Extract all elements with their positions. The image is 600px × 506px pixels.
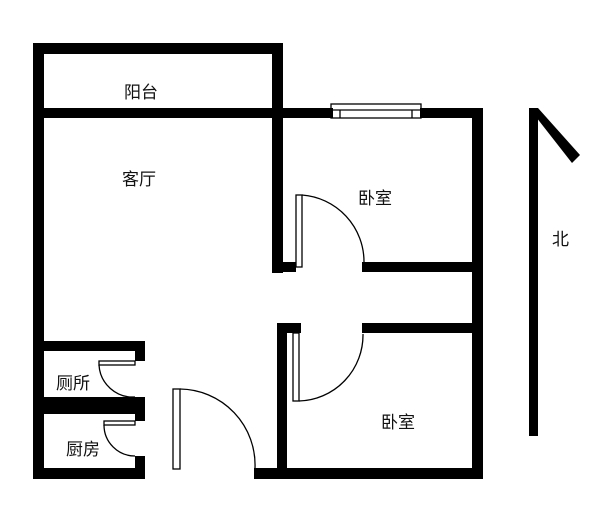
wall-kitchen-east-upper — [135, 397, 145, 421]
wall-bedroom-divider-upper — [362, 262, 482, 272]
door-entrance — [172, 388, 256, 470]
north-arrow-icon — [529, 108, 580, 436]
wall-south-east — [254, 468, 483, 479]
walls — [33, 43, 483, 479]
compass-label-north: 北 — [552, 230, 569, 250]
room-label-balcony: 阳台 — [124, 83, 158, 103]
wall-kitchen-east-lower — [135, 456, 145, 479]
window-north — [330, 103, 422, 119]
wall-east — [472, 108, 483, 479]
wall-north-east — [420, 108, 482, 118]
door-kitchen — [103, 420, 136, 457]
wall-door-stub-lower — [277, 323, 301, 333]
wall-balcony-top — [33, 43, 283, 54]
room-label-kitchen: 厨房 — [66, 440, 100, 460]
wall-south-west — [33, 468, 143, 479]
door-bedroom-south — [292, 332, 364, 402]
wall-west — [33, 43, 44, 479]
room-label-toilet: 厕所 — [56, 374, 90, 394]
door-toilet — [98, 360, 136, 398]
door-bedroom-north — [295, 194, 365, 268]
room-label-bedroom-north: 卧室 — [358, 189, 392, 209]
wall-bedroom-south-west — [277, 323, 287, 479]
wall-bedroom-divider-lower — [362, 323, 482, 333]
wall-toilet-east-upper — [135, 341, 145, 361]
wall-balcony-east — [272, 43, 283, 273]
room-label-bedroom-south: 卧室 — [381, 413, 415, 433]
wall-door-stub-upper — [272, 262, 296, 272]
wall-toilet-top — [33, 341, 145, 351]
wall-toilet-kitchen — [33, 397, 145, 414]
wall-balcony-bottom — [33, 108, 333, 118]
room-label-living-room: 客厅 — [122, 170, 156, 190]
